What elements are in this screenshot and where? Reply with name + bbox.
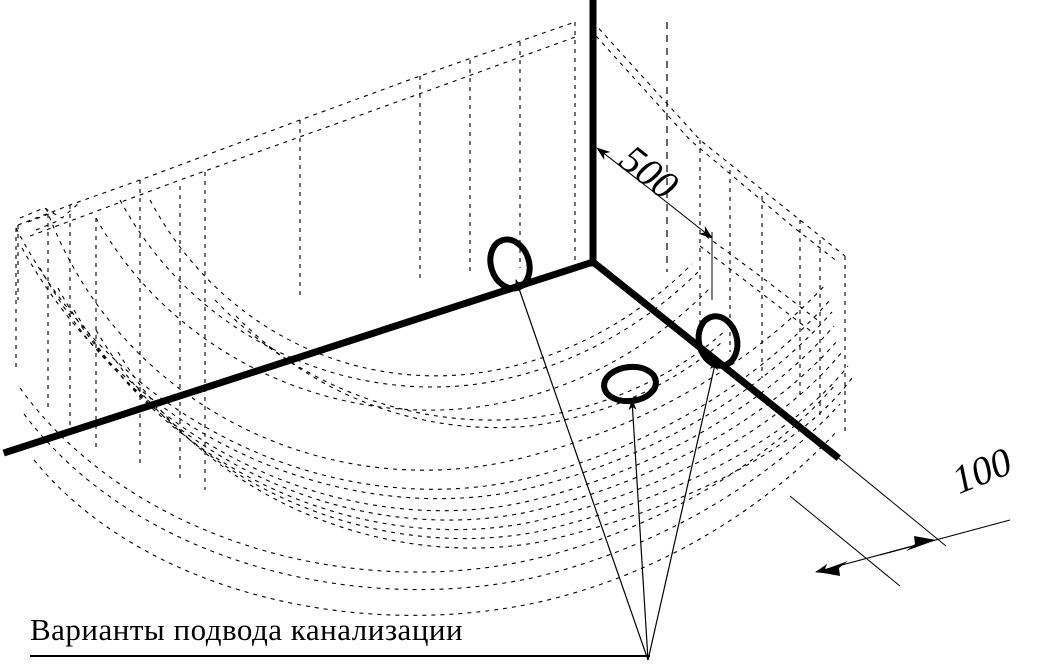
dim100-arrow-lower <box>830 533 940 563</box>
drain-option-markers <box>487 236 741 405</box>
leader-lines <box>515 279 718 661</box>
dim500-dimension-line <box>596 147 656 194</box>
leader-to-option-3 <box>628 399 649 661</box>
leader-to-option-2 <box>647 359 718 661</box>
floor-right-axis <box>588 257 841 461</box>
drain-option-2-marker <box>695 313 741 369</box>
dimension-500-group <box>596 22 713 300</box>
drain-option-3-marker <box>601 363 659 405</box>
bathtub-outline <box>15 21 853 616</box>
corner-axis-lines <box>2 0 841 461</box>
dim100-extension-line-2 <box>789 495 901 587</box>
drawing-caption: Варианты подвода канализации <box>30 612 464 647</box>
dim500-dimension-line-b <box>654 192 713 239</box>
floor-left-axis <box>2 257 598 457</box>
caption-underline <box>30 655 650 657</box>
leader-to-option-1 <box>515 279 649 661</box>
dim100-extension-line <box>835 455 947 547</box>
dim100-dimension-line-b <box>879 519 1011 556</box>
dimension-100-arrowheads <box>818 536 936 576</box>
